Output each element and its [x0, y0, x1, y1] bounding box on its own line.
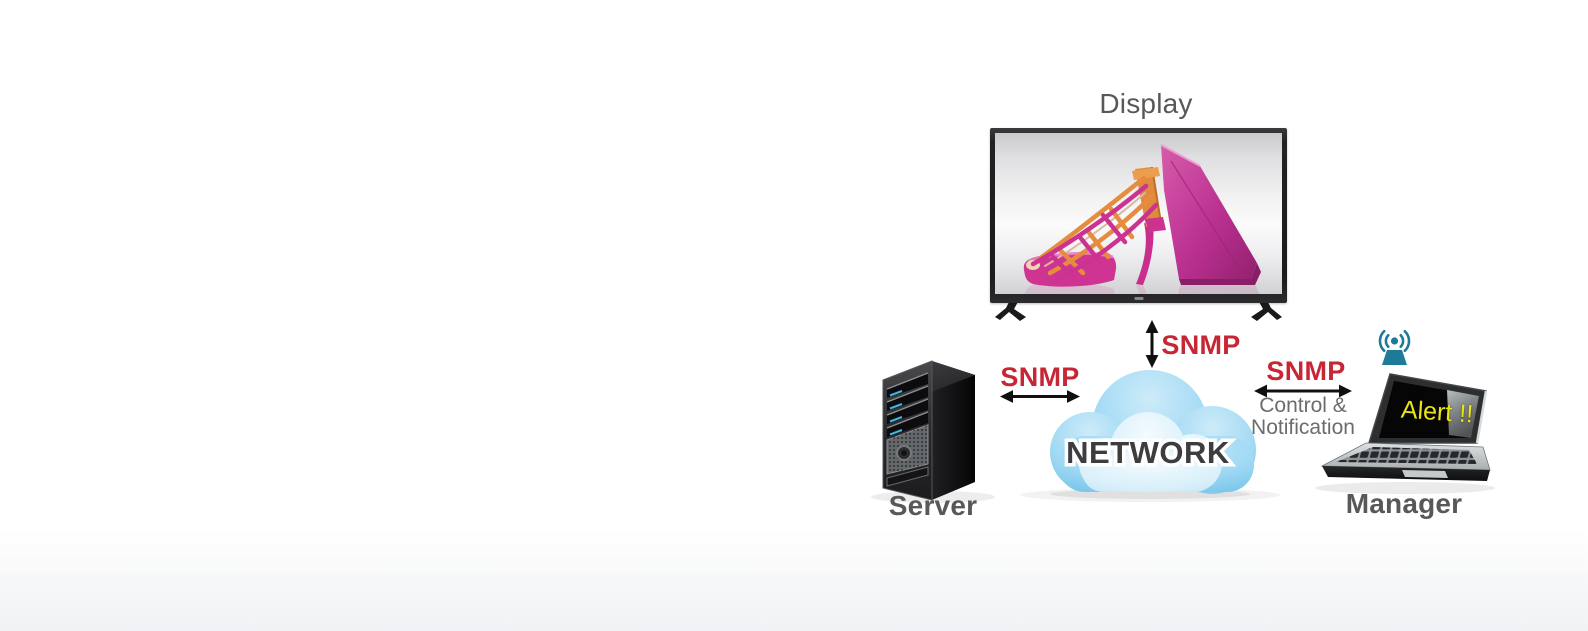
- server-node-label: Server: [888, 490, 978, 521]
- tv-brand-logo: [1134, 297, 1143, 300]
- snmp-label-server-link: SNMP: [1000, 362, 1080, 392]
- manager-node-label: Manager: [1345, 488, 1463, 519]
- server-mesh-panel: [886, 424, 929, 475]
- server-bottom-slot: [886, 466, 929, 487]
- heel-sandal: [1023, 166, 1166, 287]
- floor-reflection: [1024, 282, 1261, 294]
- snmp-label-display-link: SNMP: [1161, 330, 1241, 360]
- heel-and-clutch-graphic: [1023, 144, 1261, 287]
- display-node-label: Display: [1099, 88, 1193, 119]
- manager-laptop: [1320, 373, 1491, 481]
- snmp-label-manager-link: SNMP: [1266, 356, 1346, 386]
- manager-link-description-line1: Control &: [1259, 394, 1347, 417]
- display-monitor: [990, 128, 1287, 303]
- network-cloud-label: NETWORK: [1066, 435, 1230, 470]
- laptop-alert-text: Alert !!: [1400, 395, 1475, 429]
- arrow-server-network: [1000, 390, 1080, 403]
- display-screen-image: [995, 133, 1282, 294]
- arrow-display-network: [1145, 320, 1159, 368]
- arrow-network-manager: [1254, 384, 1352, 398]
- manager-link-description: Control & Notification: [1251, 395, 1355, 439]
- server-tower: [882, 360, 975, 501]
- clutch-bag: [1160, 144, 1261, 285]
- wireless-signal-icon: [1378, 329, 1411, 365]
- server-drive-bays: [886, 372, 929, 437]
- laptop-touchpad: [1402, 470, 1448, 478]
- laptop-screen-reflection: [1447, 390, 1479, 438]
- manager-link-description-line2: Notification: [1251, 416, 1355, 439]
- tv-stand-feet: [995, 300, 1282, 321]
- network-cloud: NETWORK: [1050, 370, 1256, 494]
